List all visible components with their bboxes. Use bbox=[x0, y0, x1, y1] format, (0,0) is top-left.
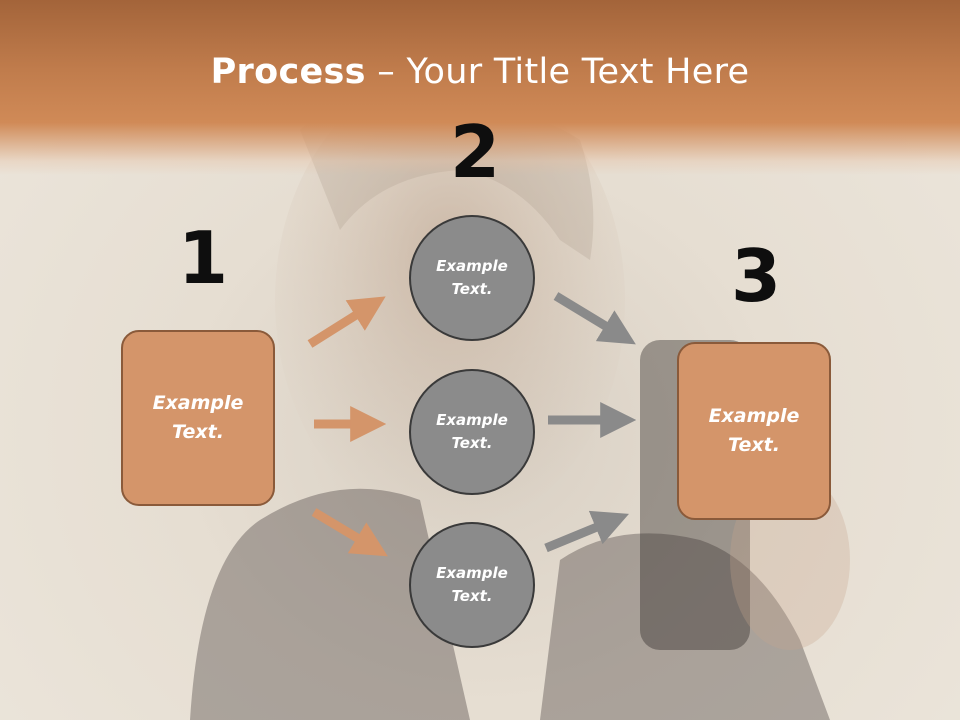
title-rest: – Your Title Text Here bbox=[365, 52, 750, 92]
slide-title: Process – Your Title Text Here bbox=[0, 52, 960, 92]
step-box-1: Example Text. bbox=[121, 330, 275, 506]
step-number-3: 3 bbox=[731, 234, 782, 318]
step-circle-3: Example Text. bbox=[409, 522, 535, 648]
step-number-1: 1 bbox=[178, 216, 229, 300]
title-bold: Process bbox=[210, 52, 366, 92]
arrow-box1-to-circle1 bbox=[307, 296, 386, 348]
step-circle-2: Example Text. bbox=[409, 369, 535, 495]
arrow-circle1-to-box3 bbox=[553, 292, 636, 345]
arrow-circle3-to-box3 bbox=[544, 510, 629, 553]
step-circle-1: Example Text. bbox=[409, 215, 535, 341]
step-number-2: 2 bbox=[450, 110, 501, 194]
step-box-3: Example Text. bbox=[677, 342, 831, 520]
arrow-box1-to-circle3 bbox=[311, 508, 388, 557]
header-band bbox=[0, 0, 960, 175]
